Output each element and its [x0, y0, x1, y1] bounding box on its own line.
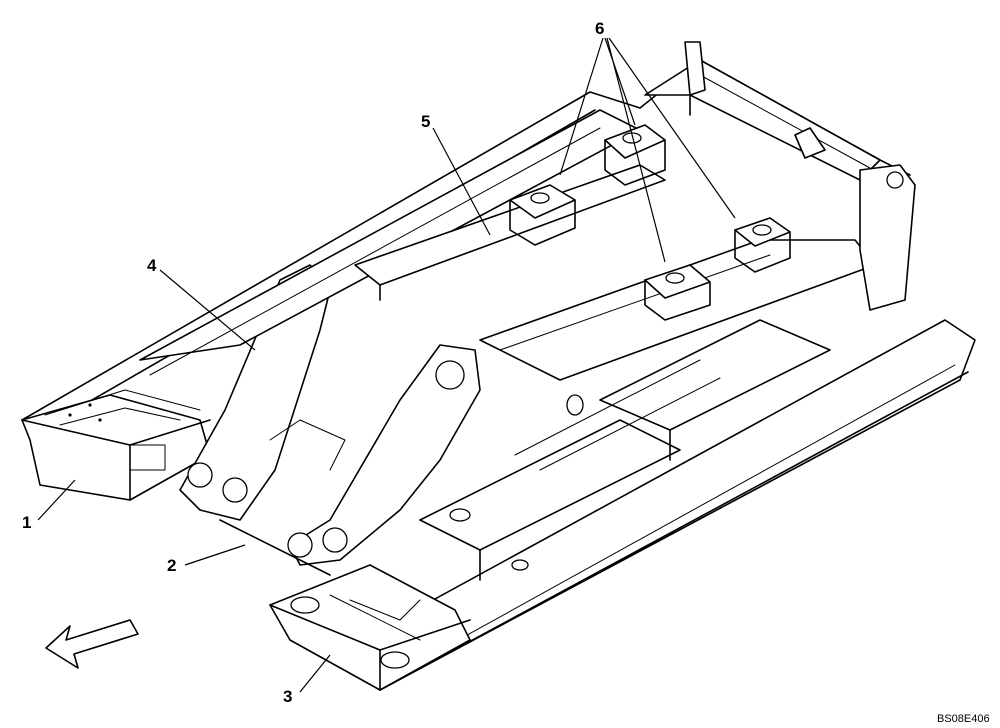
callout-4: 4 [147, 256, 157, 275]
callout-3: 3 [283, 687, 292, 706]
part-2-boom-bracket [179, 264, 481, 576]
part-6-mount-blocks [509, 124, 791, 321]
cross-members [419, 319, 831, 581]
part-1-left-end-box [21, 389, 211, 501]
callout-5: 5 [421, 112, 430, 131]
callout-1: 1 [22, 513, 31, 532]
callout-6: 6 [595, 19, 604, 38]
front-direction-arrow-icon [45, 619, 139, 669]
part-3-right-end-box [269, 564, 471, 691]
rear-brackets [644, 41, 916, 311]
drawing-reference: BS08E406 [937, 713, 990, 725]
callouts: 1 2 3 4 5 6 [22, 19, 736, 706]
callout-2: 2 [167, 556, 176, 575]
